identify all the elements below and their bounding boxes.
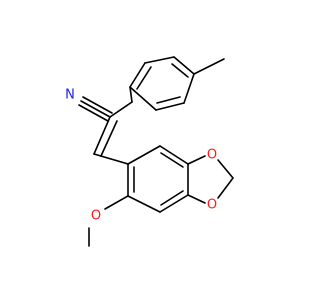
dioxole-bond xyxy=(217,177,234,199)
canvas-background xyxy=(0,0,300,300)
ring-bond xyxy=(129,62,146,88)
dioxole-oxygen-upper-label: O xyxy=(207,148,217,163)
bond-lines xyxy=(78,56,234,247)
ring-bond xyxy=(127,145,161,165)
chemical-structure: N O O O xyxy=(0,0,300,300)
nitrile-triple-bond-line xyxy=(80,100,111,118)
nitrile-triple-bond-line xyxy=(78,104,109,122)
ring-bond xyxy=(159,194,189,213)
ring-bond xyxy=(159,145,189,165)
ring-bond xyxy=(183,73,195,104)
dioxole-oxygen-lower-label: O xyxy=(207,198,217,213)
methoxy-bond xyxy=(104,195,129,210)
methoxy-oxygen-label: O xyxy=(91,209,101,224)
double-bond-line xyxy=(100,120,118,157)
ring-bond xyxy=(173,56,195,75)
dioxole-bond xyxy=(217,159,234,179)
dioxole-bond xyxy=(187,155,206,165)
methyl-bond xyxy=(193,58,225,75)
single-bond xyxy=(109,101,133,118)
nitrile-triple-bond-line xyxy=(82,96,113,114)
single-bond xyxy=(93,153,129,165)
ring-bond xyxy=(155,102,185,111)
ring-bond-inner xyxy=(160,190,184,206)
ring-bond-inner xyxy=(156,96,181,104)
ring-bond xyxy=(127,195,161,213)
ring-bond xyxy=(144,56,175,64)
nitrile-nitrogen-label: N xyxy=(65,88,75,103)
ring-bond-inner xyxy=(171,63,189,78)
ring-bond xyxy=(129,86,157,111)
double-bond-line xyxy=(93,116,111,155)
ring-bond-inner xyxy=(136,66,152,90)
ring-bond-inner xyxy=(160,152,184,168)
dioxole-bond xyxy=(187,194,206,204)
single-bond xyxy=(129,86,133,103)
